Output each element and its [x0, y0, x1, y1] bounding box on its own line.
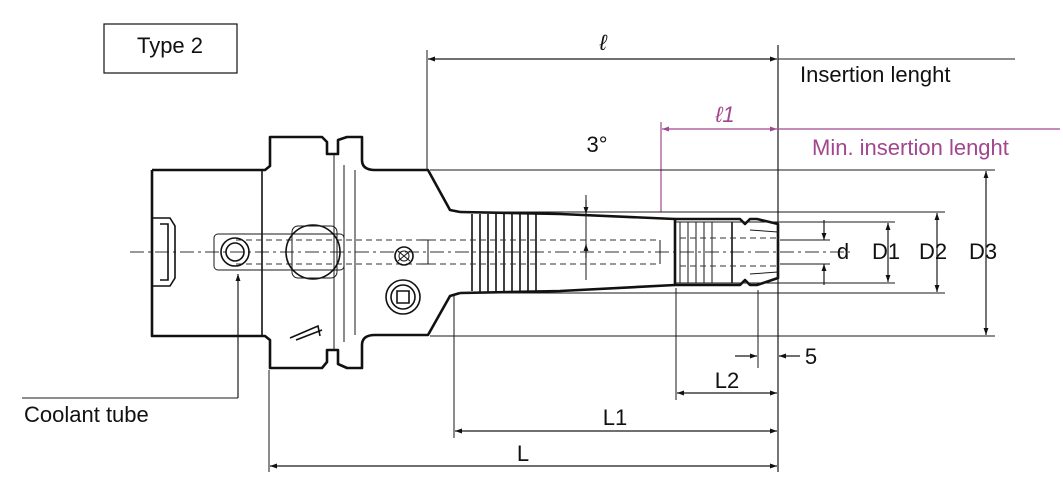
coolant-tube-leader: Coolant tube [22, 274, 241, 427]
screw-small [394, 246, 414, 266]
D2-label: D2 [919, 239, 947, 264]
length-L2: L2 [675, 288, 777, 400]
insertion-length-dimension: ℓ Insertion lenght [426, 30, 1015, 170]
d-label: d [837, 239, 849, 264]
min-insertion-symbol: ℓ1 [714, 102, 734, 127]
holder-body [150, 135, 461, 370]
type-box: Type 2 [103, 23, 238, 74]
diameter-D1: D1 [872, 223, 900, 282]
five-label: 5 [805, 344, 817, 369]
bore-diameter-d: d [821, 220, 849, 285]
screw-large [385, 279, 421, 315]
tapered-shank [420, 210, 676, 295]
length-L: L [268, 370, 777, 472]
diameter-D3: D3 [969, 171, 997, 335]
min-insertion-length-dimension: ℓ1 Min. insertion lenght [660, 102, 1060, 212]
offset-5-dimension: 5 [735, 290, 817, 369]
min-insertion-length-label: Min. insertion lenght [812, 135, 1009, 160]
insertion-length-label: Insertion lenght [800, 62, 950, 87]
D1-label: D1 [872, 239, 900, 264]
coolant-tube-bore [213, 224, 430, 280]
diameter-D2: D2 [919, 213, 947, 292]
taper-angle-dimension: 3° [583, 132, 608, 280]
L2-label: L2 [715, 368, 739, 393]
insertion-symbol: ℓ [598, 30, 607, 55]
angle-label: 3° [586, 132, 607, 157]
type-label: Type 2 [137, 33, 203, 58]
L-label: L [517, 441, 529, 466]
L1-label: L1 [603, 405, 627, 430]
coolant-tube-label: Coolant tube [24, 402, 149, 427]
length-L1: L1 [453, 296, 777, 438]
D3-label: D3 [969, 239, 997, 264]
diameter-extension-lines [430, 169, 995, 337]
